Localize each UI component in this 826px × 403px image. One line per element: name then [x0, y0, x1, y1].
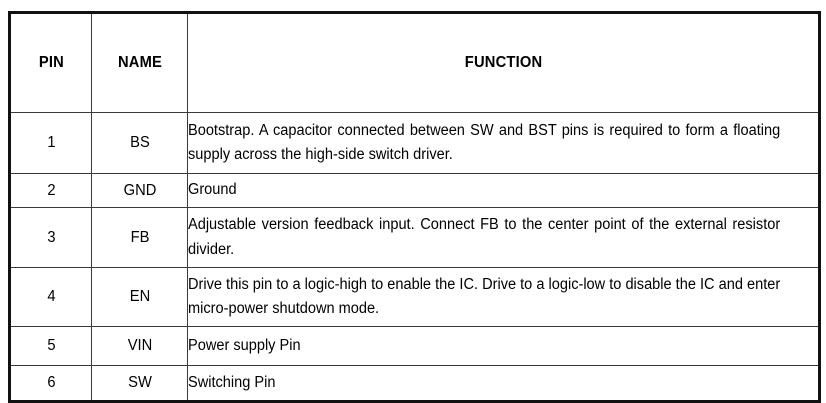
- cell-pin-number: 4: [12, 267, 89, 327]
- cell-pin-number: 3: [12, 207, 89, 268]
- column-header-name: NAME: [94, 12, 185, 113]
- cell-pin-name: EN: [94, 267, 185, 327]
- cell-pin-number: 5: [12, 326, 89, 366]
- cell-pin-function-text: Ground: [188, 181, 237, 199]
- cell-pin-function-text: Bootstrap. A capacitor connected between…: [188, 121, 781, 163]
- cell-pin-function: Bootstrap. A capacitor connected between…: [187, 112, 820, 174]
- table-header-row: PIN NAME FUNCTION: [10, 12, 820, 113]
- cell-pin-number: 1: [12, 112, 89, 174]
- cell-pin-function: Power supply Pin: [187, 326, 820, 366]
- cell-pin-function-text: Switching Pin: [188, 373, 276, 391]
- cell-pin-name: VIN: [94, 326, 185, 366]
- table-row: 4 EN Drive this pin to a logic-high to e…: [10, 267, 820, 327]
- cell-pin-function: Switching Pin: [187, 365, 820, 402]
- cell-pin-function: Adjustable version feedback input. Conne…: [187, 207, 820, 268]
- table-row: 1 BS Bootstrap. A capacitor connected be…: [10, 112, 820, 174]
- cell-pin-name: GND: [94, 173, 185, 208]
- cell-pin-number: 2: [12, 173, 89, 208]
- cell-pin-function: Ground: [187, 173, 820, 208]
- table-row: 5 VIN Power supply Pin: [10, 326, 820, 366]
- cell-pin-function-text: Drive this pin to a logic-high to enable…: [188, 275, 781, 317]
- cell-pin-function: Drive this pin to a logic-high to enable…: [187, 267, 820, 327]
- cell-pin-name: BS: [94, 112, 185, 174]
- table-row: 2 GND Ground: [10, 173, 820, 208]
- cell-pin-name: SW: [94, 365, 185, 402]
- cell-pin-function-text: Power supply Pin: [188, 336, 301, 354]
- cell-pin-function-text: Adjustable version feedback input. Conne…: [188, 216, 781, 258]
- column-header-function: FUNCTION: [212, 12, 795, 113]
- cell-pin-number: 6: [12, 365, 89, 402]
- pin-description-table: PIN NAME FUNCTION 1 BS Bootstrap. A capa…: [8, 11, 821, 403]
- table-row: 6 SW Switching Pin: [10, 365, 820, 402]
- column-header-pin: PIN: [12, 12, 89, 113]
- cell-pin-name: FB: [94, 207, 185, 268]
- table-row: 3 FB Adjustable version feedback input. …: [10, 207, 820, 268]
